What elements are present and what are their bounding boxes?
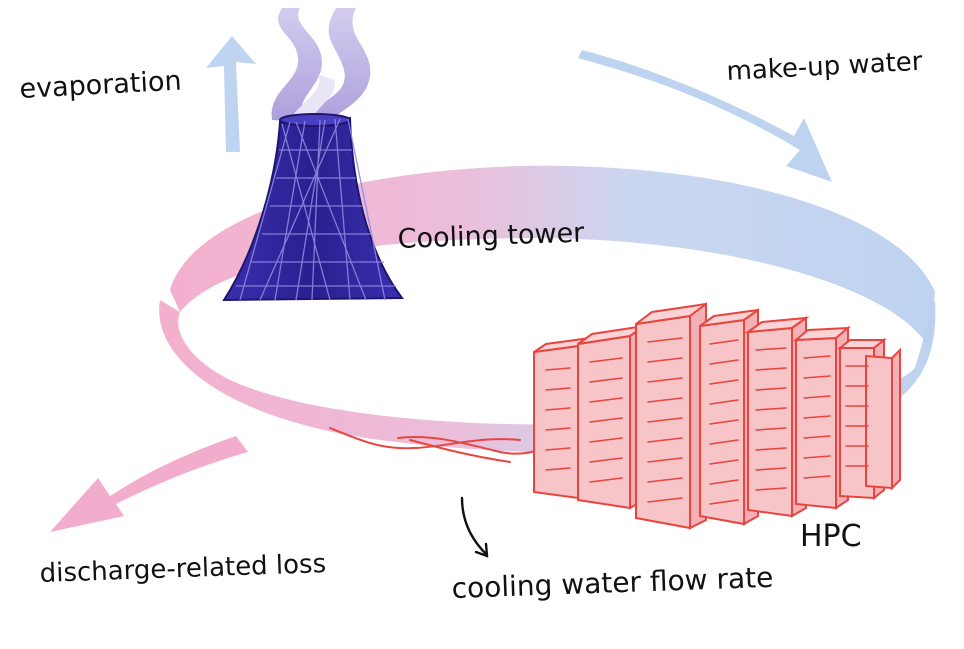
flow-lines bbox=[329, 427, 547, 463]
hpc-servers bbox=[533, 302, 901, 530]
flow-rate-label: cooling water flow rate bbox=[451, 561, 774, 605]
discharge-loss-label: discharge-related loss bbox=[39, 549, 326, 589]
water-loop-front bbox=[159, 300, 936, 454]
make-up-water-arrow bbox=[578, 50, 832, 182]
cooling-tower-label: Cooling tower bbox=[397, 217, 585, 255]
make-up-water-label: make-up water bbox=[726, 47, 924, 87]
flow-rate-pointer-arrow bbox=[460, 496, 489, 558]
hpc-label: HPC bbox=[800, 519, 862, 554]
steam-plume bbox=[271, 8, 371, 126]
discharge-loss-arrow bbox=[50, 436, 248, 532]
hpc-server-vents bbox=[545, 337, 869, 505]
cooling-tower bbox=[222, 113, 404, 302]
evaporation-arrow bbox=[206, 36, 256, 152]
evaporation-label: evaporation bbox=[19, 66, 183, 105]
